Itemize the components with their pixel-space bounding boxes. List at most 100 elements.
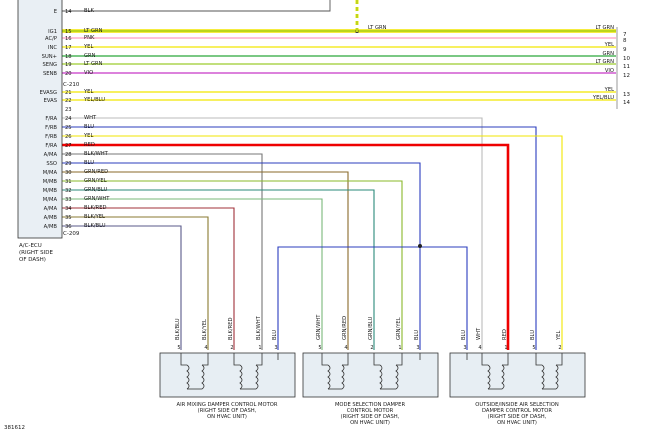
pin-number: 30 xyxy=(65,170,72,176)
motor-wire-label: YEL xyxy=(556,331,562,341)
motor-wire-label: RED xyxy=(502,329,508,340)
motor-wire-label: BLU xyxy=(272,330,278,340)
pin-number: 22 xyxy=(65,98,72,104)
motor-box xyxy=(449,352,586,398)
ecu-pin-name: A/MB xyxy=(44,224,58,230)
motor-title-line: (RIGHT SIDE OF DASH, xyxy=(488,414,547,420)
coil xyxy=(555,364,559,390)
motor-title-line: ON HVAC UNIT) xyxy=(350,420,390,426)
wire-right-label: YEL xyxy=(604,42,614,48)
ecu-location-2: OF DASH) xyxy=(19,257,46,263)
ecu-pin-name: INC xyxy=(48,45,57,51)
right-connector xyxy=(616,27,618,109)
ecu-pin-name: M/MA xyxy=(43,197,58,203)
pin-number: 27 xyxy=(65,143,72,149)
pin-number: 29 xyxy=(65,161,72,167)
wire-wht xyxy=(62,117,483,350)
ecu-pin-name: EVAS xyxy=(44,98,57,104)
coil xyxy=(201,364,205,390)
motor-terminal-number: 4 xyxy=(344,345,347,351)
wire-blu xyxy=(62,126,537,350)
wire-grn-yel xyxy=(62,180,403,350)
wire-label: GRN/WHT xyxy=(84,196,110,202)
wire-label: YEL/BLU xyxy=(83,97,105,103)
pin-number: 28 xyxy=(65,152,72,158)
output-pin-number: 11 xyxy=(623,64,630,70)
ecu-pin-name: A/MB xyxy=(44,215,58,221)
ecu-connector-upper: C-210 xyxy=(63,82,80,88)
motor-terminal-number: 4 xyxy=(478,345,481,351)
coil-lead xyxy=(481,353,509,366)
pin-number: 35 xyxy=(65,215,72,221)
ecu-pin-name: E xyxy=(54,9,57,15)
wire-grn-wht xyxy=(62,198,323,350)
coil xyxy=(541,364,545,390)
ecu-location-1: (RIGHT SIDE xyxy=(19,250,53,256)
ecu-pin-name: M/MB xyxy=(43,188,58,194)
motor-wire-label: BLU xyxy=(461,330,467,340)
output-pin-number: 12 xyxy=(623,73,630,79)
motor-terminal-number: 5 xyxy=(532,345,535,351)
wire-label: YEL xyxy=(83,44,93,50)
wire-label: BLK/YEL xyxy=(84,214,105,220)
coil-lead xyxy=(535,353,563,366)
pin-number: 21 xyxy=(65,90,72,96)
motor-terminal-number: 3 xyxy=(274,345,277,351)
coil xyxy=(395,364,399,390)
wire-blk-blu xyxy=(62,225,182,350)
ecu-pin-name: M/MA xyxy=(43,170,58,176)
ecu-panel xyxy=(17,0,63,239)
figure-id: 381612 xyxy=(4,425,25,431)
coil-lead xyxy=(233,353,263,366)
motor-wire-label: GRN/RED xyxy=(342,316,348,340)
pin-number: 25 xyxy=(65,125,72,131)
wire-blk xyxy=(62,0,331,12)
pin-number: 19 xyxy=(65,62,72,68)
wire-yel xyxy=(62,135,563,350)
motor-title-line: OUTSIDE/INSIDE AIR SELECTION xyxy=(475,402,559,408)
motor-title-line: (RIGHT SIDE OF DASH, xyxy=(341,414,400,420)
coil xyxy=(239,364,243,390)
motor-wire-label: WHT xyxy=(476,327,482,340)
wire-label: LT GRN xyxy=(84,28,103,34)
coil xyxy=(255,364,259,390)
motor-wire-label: BLK/RED xyxy=(228,318,234,340)
motor-wire-label: GRN/YEL xyxy=(396,317,402,340)
ecu-pin-name: SSO xyxy=(46,161,57,167)
motor-title-line: AIR MIXING DAMPER CONTROL MOTOR xyxy=(177,402,278,408)
ecu-pin-name: SENG xyxy=(43,62,57,68)
wire-right-label: YEL xyxy=(604,87,614,93)
motor-terminal-number: 1 xyxy=(504,345,507,351)
wire-right-label: YEL/BLU xyxy=(592,95,614,101)
coil xyxy=(327,364,331,390)
wire-label: RED xyxy=(84,142,95,148)
wire-label: VIO xyxy=(84,70,93,76)
wire-blu-bus xyxy=(277,246,468,350)
motor-box xyxy=(302,352,439,398)
ig1-mid-label: LT GRN xyxy=(368,25,387,31)
ecu-connector-lower: C-209 xyxy=(63,231,80,237)
output-pin-number: 8 xyxy=(623,38,627,44)
motor-title-line: ON HVAC UNIT) xyxy=(207,414,247,420)
splice-dot xyxy=(418,244,422,248)
motor-terminal-number: 3 xyxy=(463,345,466,351)
wire-label: GRN/BLU xyxy=(84,187,107,193)
motor-terminal-number: 2 xyxy=(230,345,233,351)
motor-wire-label: BLK/BLU xyxy=(175,318,181,340)
motor-terminal-number: 2 xyxy=(558,345,561,351)
motor-box xyxy=(159,352,296,398)
coil xyxy=(487,364,491,390)
motor-terminal-number: 5 xyxy=(177,345,180,351)
motor-title-line: DAMPER CONTROL MOTOR xyxy=(482,408,552,414)
output-pin-number: 13 xyxy=(623,92,630,98)
coil-lead xyxy=(321,353,349,366)
output-pin-number: 7 xyxy=(623,32,627,38)
wire-label: BLK xyxy=(84,8,94,14)
pin-number: 26 xyxy=(65,134,72,140)
motor-title-line: CONTROL MOTOR xyxy=(347,408,394,414)
motor-title-line: (RIGHT SIDE OF DASH, xyxy=(198,408,257,414)
ecu-pin-name: F/RA xyxy=(45,116,57,122)
wire-label: GRN/YEL xyxy=(84,178,107,184)
